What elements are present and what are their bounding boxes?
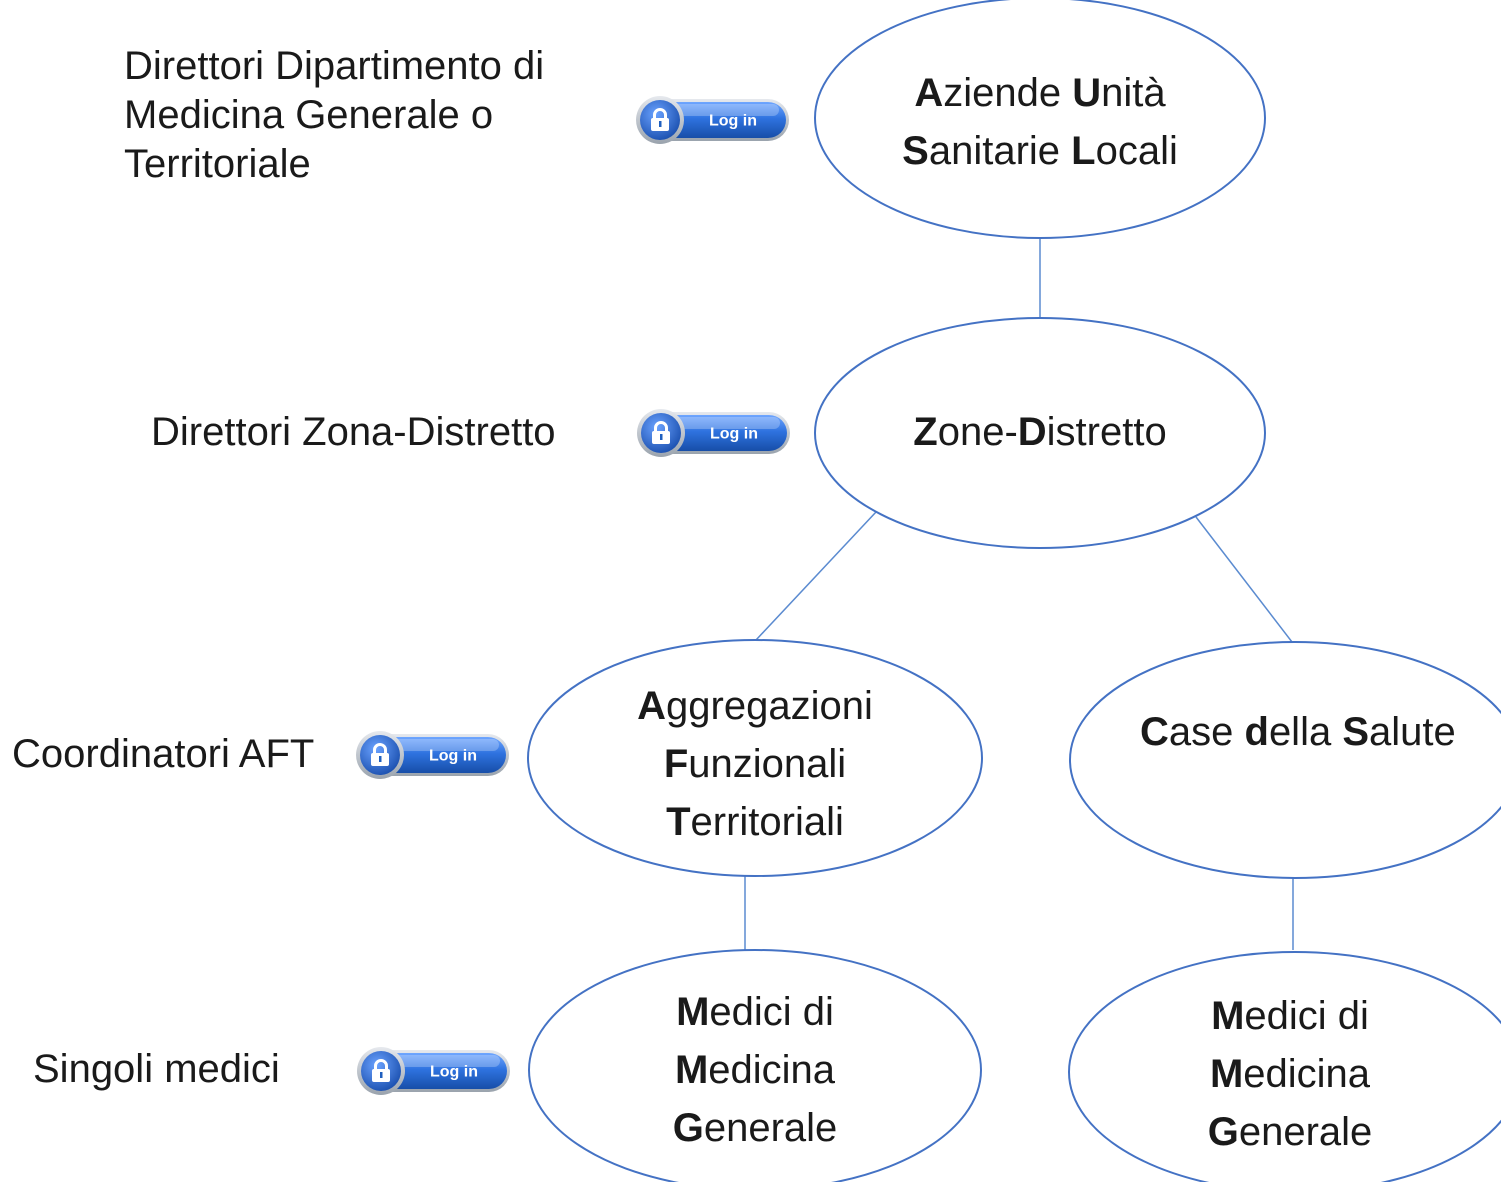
node-text-rest: erritoriali xyxy=(690,800,844,844)
node-text-initial: A xyxy=(637,684,667,728)
connector-zone-case xyxy=(1195,516,1293,643)
node-text-line: Medicina xyxy=(605,1041,905,1099)
login-button-label: Log in xyxy=(429,748,477,765)
node-text-initial: M xyxy=(1209,1052,1244,1096)
node-text-line: Generale xyxy=(605,1099,905,1157)
node-text-rest: ase xyxy=(1168,710,1245,754)
node-text-initial: S xyxy=(1342,710,1370,754)
node-text-rest: edicina xyxy=(1243,1052,1371,1096)
role-label-dir-dipartimento: Direttori Dipartimento di Medicina Gener… xyxy=(124,42,544,189)
node-zone-text: Zone-Distretto xyxy=(890,403,1190,461)
login-button-graphic: Log in xyxy=(636,96,789,144)
node-text-line: Territoriali xyxy=(605,793,905,851)
node-text-line: Case della Salute xyxy=(1140,703,1456,761)
node-text-line: Medici di xyxy=(605,983,905,1041)
node-text-initial: d xyxy=(1244,710,1269,754)
padlock-icon xyxy=(371,743,389,766)
node-text-line: Aziende Unità xyxy=(890,64,1190,122)
role-label-coord-aft: Coordinatori AFT xyxy=(12,730,314,779)
node-text-rest: unzionali xyxy=(688,742,847,786)
node-text-line: Medicina xyxy=(1140,1045,1440,1103)
node-text-line: Zone-Distretto xyxy=(890,403,1190,461)
login-button-shine xyxy=(376,1055,500,1067)
login-button-graphic: Log in xyxy=(356,731,509,779)
login-button-label: Log in xyxy=(710,426,758,443)
node-ausl-ellipse xyxy=(814,0,1266,239)
node-text-initial: U xyxy=(1072,71,1102,115)
login-button-singoli[interactable]: Log in xyxy=(356,1046,512,1096)
node-text-initial: G xyxy=(1207,1110,1239,1154)
node-text-rest: enerale xyxy=(703,1106,838,1150)
node-aft-ellipse xyxy=(527,639,983,877)
login-button-graphic: Log in xyxy=(637,409,790,457)
node-text-rest: edici di xyxy=(1244,994,1369,1038)
node-text-initial: M xyxy=(1211,994,1245,1038)
login-button-dir-zona[interactable]: Log in xyxy=(636,408,792,458)
node-text-rest: ggregazioni xyxy=(666,684,873,728)
role-label-line: Singoli medici xyxy=(33,1047,280,1091)
node-text-initial: L xyxy=(1071,129,1096,173)
node-text-initial: F xyxy=(663,742,689,786)
login-button-label: Log in xyxy=(709,113,757,130)
node-text-initial: T xyxy=(666,800,691,844)
login-button-shine xyxy=(375,739,499,751)
node-text-initial: M xyxy=(676,990,710,1034)
role-label-dir-zona: Direttori Zona-Distretto xyxy=(151,408,556,457)
node-text-initial: C xyxy=(1140,710,1169,754)
padlock-icon xyxy=(651,108,669,131)
node-text-rest: edici di xyxy=(709,990,834,1034)
node-text-rest: edicina xyxy=(708,1048,836,1092)
login-button-dir-dipartimento[interactable]: Log in xyxy=(635,95,791,145)
role-label-singoli: Singoli medici xyxy=(33,1045,280,1094)
node-text-line: Generale xyxy=(1140,1103,1440,1161)
node-mmg-aft-ellipse xyxy=(528,949,982,1182)
login-button-label: Log in xyxy=(430,1064,478,1081)
node-text-line: Sanitarie Locali xyxy=(890,122,1190,180)
node-text-rest: ziende xyxy=(943,71,1073,115)
node-text-rest: ella xyxy=(1268,710,1343,754)
login-button-shine xyxy=(656,417,780,429)
role-label-line: Direttori Dipartimento di xyxy=(124,44,545,88)
connector-zone-aft xyxy=(755,511,877,641)
role-label-line: Coordinatori AFT xyxy=(12,732,315,776)
login-button-graphic: Log in xyxy=(357,1047,510,1095)
node-text-rest: enerale xyxy=(1238,1110,1373,1154)
role-label-line: Territoriale xyxy=(124,142,311,186)
login-button-coord-aft[interactable]: Log in xyxy=(355,730,511,780)
role-label-line: Direttori Zona-Distretto xyxy=(151,410,556,454)
node-text-line: Aggregazioni xyxy=(605,677,905,735)
node-text-rest: ocali xyxy=(1095,129,1178,173)
padlock-icon xyxy=(372,1059,390,1082)
node-text-initial: G xyxy=(672,1106,704,1150)
padlock-icon xyxy=(652,421,670,444)
node-mmg-case-ellipse xyxy=(1068,951,1501,1182)
node-text-rest: istretto xyxy=(1046,410,1167,454)
node-case-text: Case della Salute xyxy=(1140,703,1456,761)
node-text-initial: D xyxy=(1017,410,1047,454)
node-zone-ellipse xyxy=(814,317,1266,549)
node-text-rest: nità xyxy=(1101,71,1166,115)
node-text-initial: A xyxy=(914,71,944,115)
node-text-initial: M xyxy=(674,1048,709,1092)
node-text-rest: alute xyxy=(1369,710,1456,754)
node-text-line: Funzionali xyxy=(605,735,905,793)
login-button-shine xyxy=(655,104,779,116)
node-text-rest: anitarie xyxy=(928,129,1072,173)
node-text-initial: Z xyxy=(913,410,938,454)
role-label-line: Medicina Generale o xyxy=(124,93,494,137)
node-text-rest: one- xyxy=(937,410,1018,454)
node-text-initial: S xyxy=(902,129,929,173)
node-text-line: Medici di xyxy=(1140,987,1440,1045)
node-case-ellipse xyxy=(1069,641,1501,879)
